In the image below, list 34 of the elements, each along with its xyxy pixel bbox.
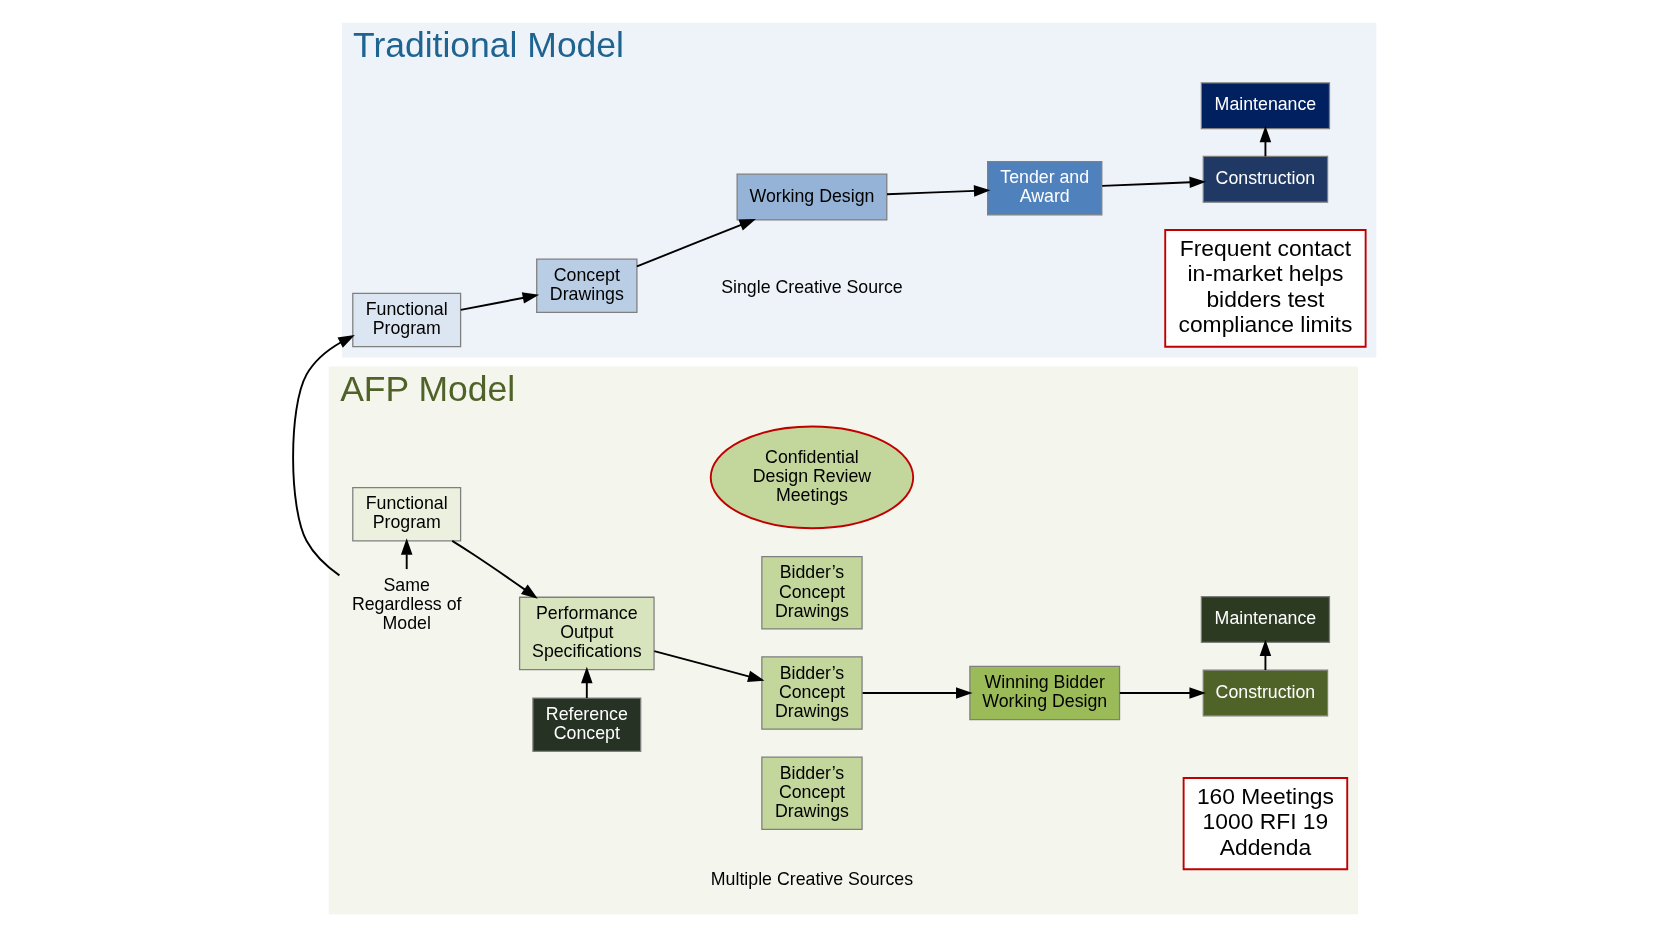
arrow	[451, 539, 538, 599]
node-box: Maintenance	[1200, 595, 1331, 643]
label: Multiple Creative Sources	[710, 869, 914, 890]
node-box: Bidder’s Concept Drawings	[761, 556, 863, 630]
node-box: Winning Bidder Working Design	[969, 665, 1121, 721]
arrow	[292, 335, 355, 577]
node-box: Reference Concept	[532, 697, 642, 752]
node-box: Maintenance	[1200, 82, 1331, 130]
arrow	[861, 687, 973, 699]
node-box: 160 Meetings 1000 RFI 19 Addenda	[1182, 777, 1349, 871]
arrow	[400, 538, 413, 571]
node-box: Bidder’s Concept Drawings	[761, 756, 863, 830]
node-text: Same Regardless of Model	[351, 575, 462, 634]
arrow	[636, 218, 756, 268]
arrow	[581, 666, 593, 699]
node-box: Construction	[1202, 155, 1329, 203]
node-box: Frequent contact in-market helps bidders test compliance limits	[1164, 229, 1367, 348]
arrow	[653, 650, 765, 682]
node-box: Concept Drawings	[536, 258, 638, 314]
arrow	[1259, 125, 1272, 158]
arrow	[886, 185, 991, 197]
node-box: Functional Program	[352, 486, 462, 542]
arrow	[1259, 639, 1272, 671]
node-box: Bidder’s Concept Drawings	[761, 656, 863, 730]
arrow	[459, 292, 540, 311]
node-ellipse: Confidential Design Review Meetings	[709, 425, 915, 530]
node-box: Functional Program	[352, 292, 462, 348]
node-box: Construction	[1202, 669, 1329, 717]
node-box: Performance Output Specifications	[518, 596, 655, 671]
node-box: Tender and Award	[987, 160, 1103, 216]
node-box: Working Design	[736, 173, 888, 221]
arrow	[1118, 687, 1206, 699]
label: Single Creative Source	[721, 277, 903, 298]
arrow	[1101, 176, 1207, 189]
